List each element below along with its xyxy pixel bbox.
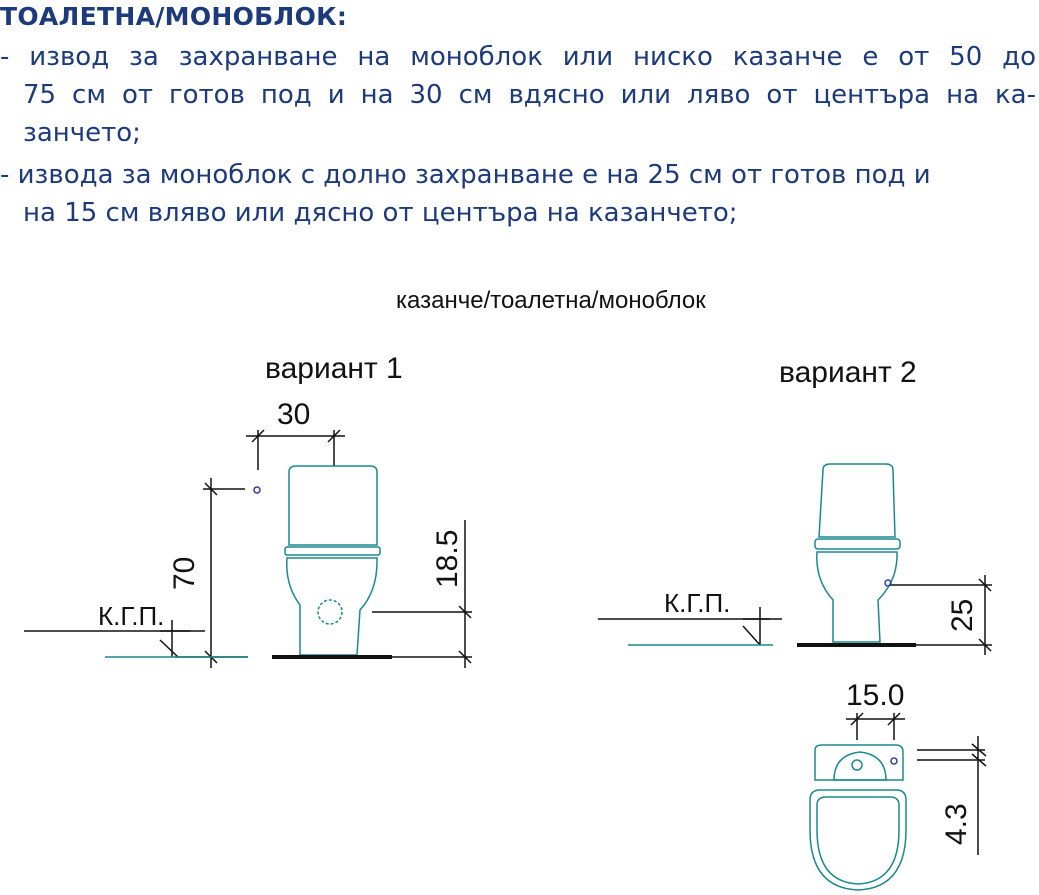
paragraph-line: - извод за захранване на моноблок или ни… (0, 42, 1036, 72)
variant-1-drawing: вариант 1 30 К.Г.П. 70 18.5 (24, 352, 472, 668)
dim-30-label: 30 (277, 398, 310, 431)
water-connection-marker (253, 486, 261, 494)
dimension-lines-2 (598, 575, 992, 855)
paragraph-line: на 15 см вляво или дясно от центъра на к… (23, 198, 738, 228)
toilet-side-view-2 (814, 463, 901, 643)
paragraph-line: - извода за моноблок с долно захранване … (0, 160, 931, 190)
dim-18-5-label: 18.5 (431, 530, 464, 588)
requirement-paragraph-2: - извода за моноблок с долно захранване … (0, 156, 1036, 232)
dimension-lines (24, 429, 472, 668)
floor-label-2: К.Г.П. (664, 588, 730, 618)
variant-2-drawing: вариант 2 К.Г.П. 25 15.0 4.3 (598, 356, 992, 891)
water-connection-marker (884, 579, 892, 587)
dim-25-label: 25 (946, 599, 979, 632)
dim-4-3-label: 4.3 (940, 803, 973, 845)
dim-15-label: 15.0 (846, 679, 904, 712)
dim-70-label: 70 (168, 557, 201, 590)
variant-1-label: вариант 1 (265, 352, 403, 385)
paragraph-line: занчето; (23, 118, 141, 148)
paragraph-line: 75 см от готов под и на 30 см вдясно или… (23, 80, 1036, 110)
requirement-paragraph-1: - извод за захранване на моноблок или ни… (0, 38, 1036, 152)
toilet-side-view-1 (284, 465, 381, 656)
section-heading: ТОАЛЕТНА/МОНОБЛОК: (0, 2, 348, 31)
floor-label-1: К.Г.П. (98, 601, 164, 631)
variant-2-label: вариант 2 (779, 356, 917, 389)
toilet-top-view (809, 744, 907, 891)
water-connection-marker (890, 757, 898, 765)
diagram-title: казанче/тоалетна/моноблок (396, 287, 706, 314)
